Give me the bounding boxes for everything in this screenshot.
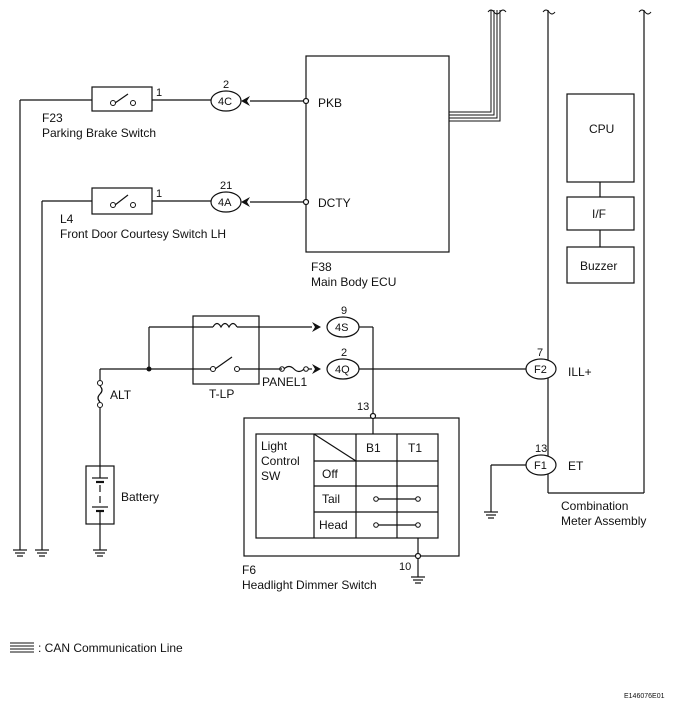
- dimmer-row-head: Head: [319, 518, 348, 532]
- connector-4a-id: 4A: [218, 197, 232, 209]
- if-label: I/F: [592, 207, 606, 221]
- dimmer-row-tail: Tail: [322, 492, 340, 506]
- parking-brake-name: Parking Brake Switch: [42, 126, 156, 140]
- parking-brake-switch: 1 F23 Parking Brake Switch: [20, 86, 212, 140]
- headlight-dimmer-switch: 13 Light Control SW B1 T1 Off Tail Head …: [242, 401, 460, 592]
- parking-brake-code: F23: [42, 111, 63, 125]
- combination-meter: CPU I/F Buzzer ILL+ ET Combination Meter…: [542, 9, 652, 528]
- can-bus-lines: [449, 9, 507, 122]
- ecu-pkb-label: PKB: [318, 96, 342, 110]
- ecu-code: F38: [311, 260, 332, 274]
- connector-f2-pin: 7: [537, 347, 543, 359]
- front-door-pin: 1: [156, 188, 162, 200]
- connector-f1: 13 F1: [484, 443, 557, 519]
- dimmer-row-off: Off: [322, 467, 338, 481]
- connector-f1-id: F1: [534, 460, 547, 472]
- if-box: [566, 196, 635, 231]
- connector-4s-pin: 9: [341, 305, 347, 317]
- cpu-label: CPU: [589, 122, 614, 136]
- dimmer-col-b1: B1: [366, 441, 381, 455]
- front-door-name: Front Door Courtesy Switch LH: [60, 227, 226, 241]
- battery-label: Battery: [121, 490, 159, 504]
- dimmer-name: Headlight Dimmer Switch: [242, 578, 377, 592]
- cpu-box: [566, 93, 635, 183]
- connector-4c-id: 4C: [218, 96, 232, 108]
- tlp-relay: T-LP: [192, 315, 260, 401]
- dimmer-code: F6: [242, 563, 256, 577]
- alt-label: ALT: [110, 388, 132, 402]
- panel1-label: PANEL1: [262, 375, 307, 389]
- meter-name-1: Combination: [561, 499, 628, 513]
- connector-4q: PANEL1 2 4Q: [259, 347, 526, 389]
- connector-4s-id: 4S: [335, 322, 348, 334]
- meter-name-2: Meter Assembly: [561, 514, 646, 528]
- legend-text: : CAN Communication Line: [38, 641, 183, 655]
- meter-illp-label: ILL+: [568, 365, 592, 379]
- connector-4c-pin: 2: [223, 79, 229, 91]
- parking-brake-pin: 1: [156, 87, 162, 99]
- connector-f2-id: F2: [534, 364, 547, 376]
- legend: : CAN Communication Line: [10, 641, 183, 655]
- buzzer-label: Buzzer: [580, 259, 617, 273]
- meter-et-label: ET: [568, 459, 584, 473]
- connector-4q-pin: 2: [341, 347, 347, 359]
- front-door-code: L4: [60, 212, 74, 226]
- buzzer-box: [566, 246, 635, 284]
- ecu-dcty-label: DCTY: [318, 196, 351, 210]
- battery: Battery: [85, 465, 159, 557]
- connector-4c: 2 4C: [210, 79, 310, 112]
- connector-4s: 9 4S: [259, 305, 374, 413]
- connector-f2: 7 F2: [525, 347, 557, 380]
- dimmer-title-1: Light: [261, 439, 288, 453]
- footer-code: E146076E01: [624, 693, 665, 700]
- dimmer-title-2: Control: [261, 454, 300, 468]
- connector-f1-pin: 13: [535, 443, 547, 455]
- dimmer-pin-top: 13: [357, 401, 369, 413]
- main-body-ecu-box: [305, 55, 450, 253]
- ground-wires-left: [13, 100, 49, 557]
- connector-4q-id: 4Q: [335, 364, 350, 376]
- connector-4a-pin: 21: [220, 180, 232, 192]
- ecu-name: Main Body ECU: [311, 275, 396, 289]
- dimmer-col-t1: T1: [408, 441, 422, 455]
- front-door-switch: 1 L4 Front Door Courtesy Switch LH: [42, 187, 226, 241]
- tlp-label: T-LP: [209, 387, 234, 401]
- dimmer-pin-bottom: 10: [399, 561, 411, 573]
- connector-4a: 21 4A: [210, 180, 310, 213]
- dimmer-title-3: SW: [261, 469, 281, 483]
- power-feed: ALT: [97, 326, 193, 466]
